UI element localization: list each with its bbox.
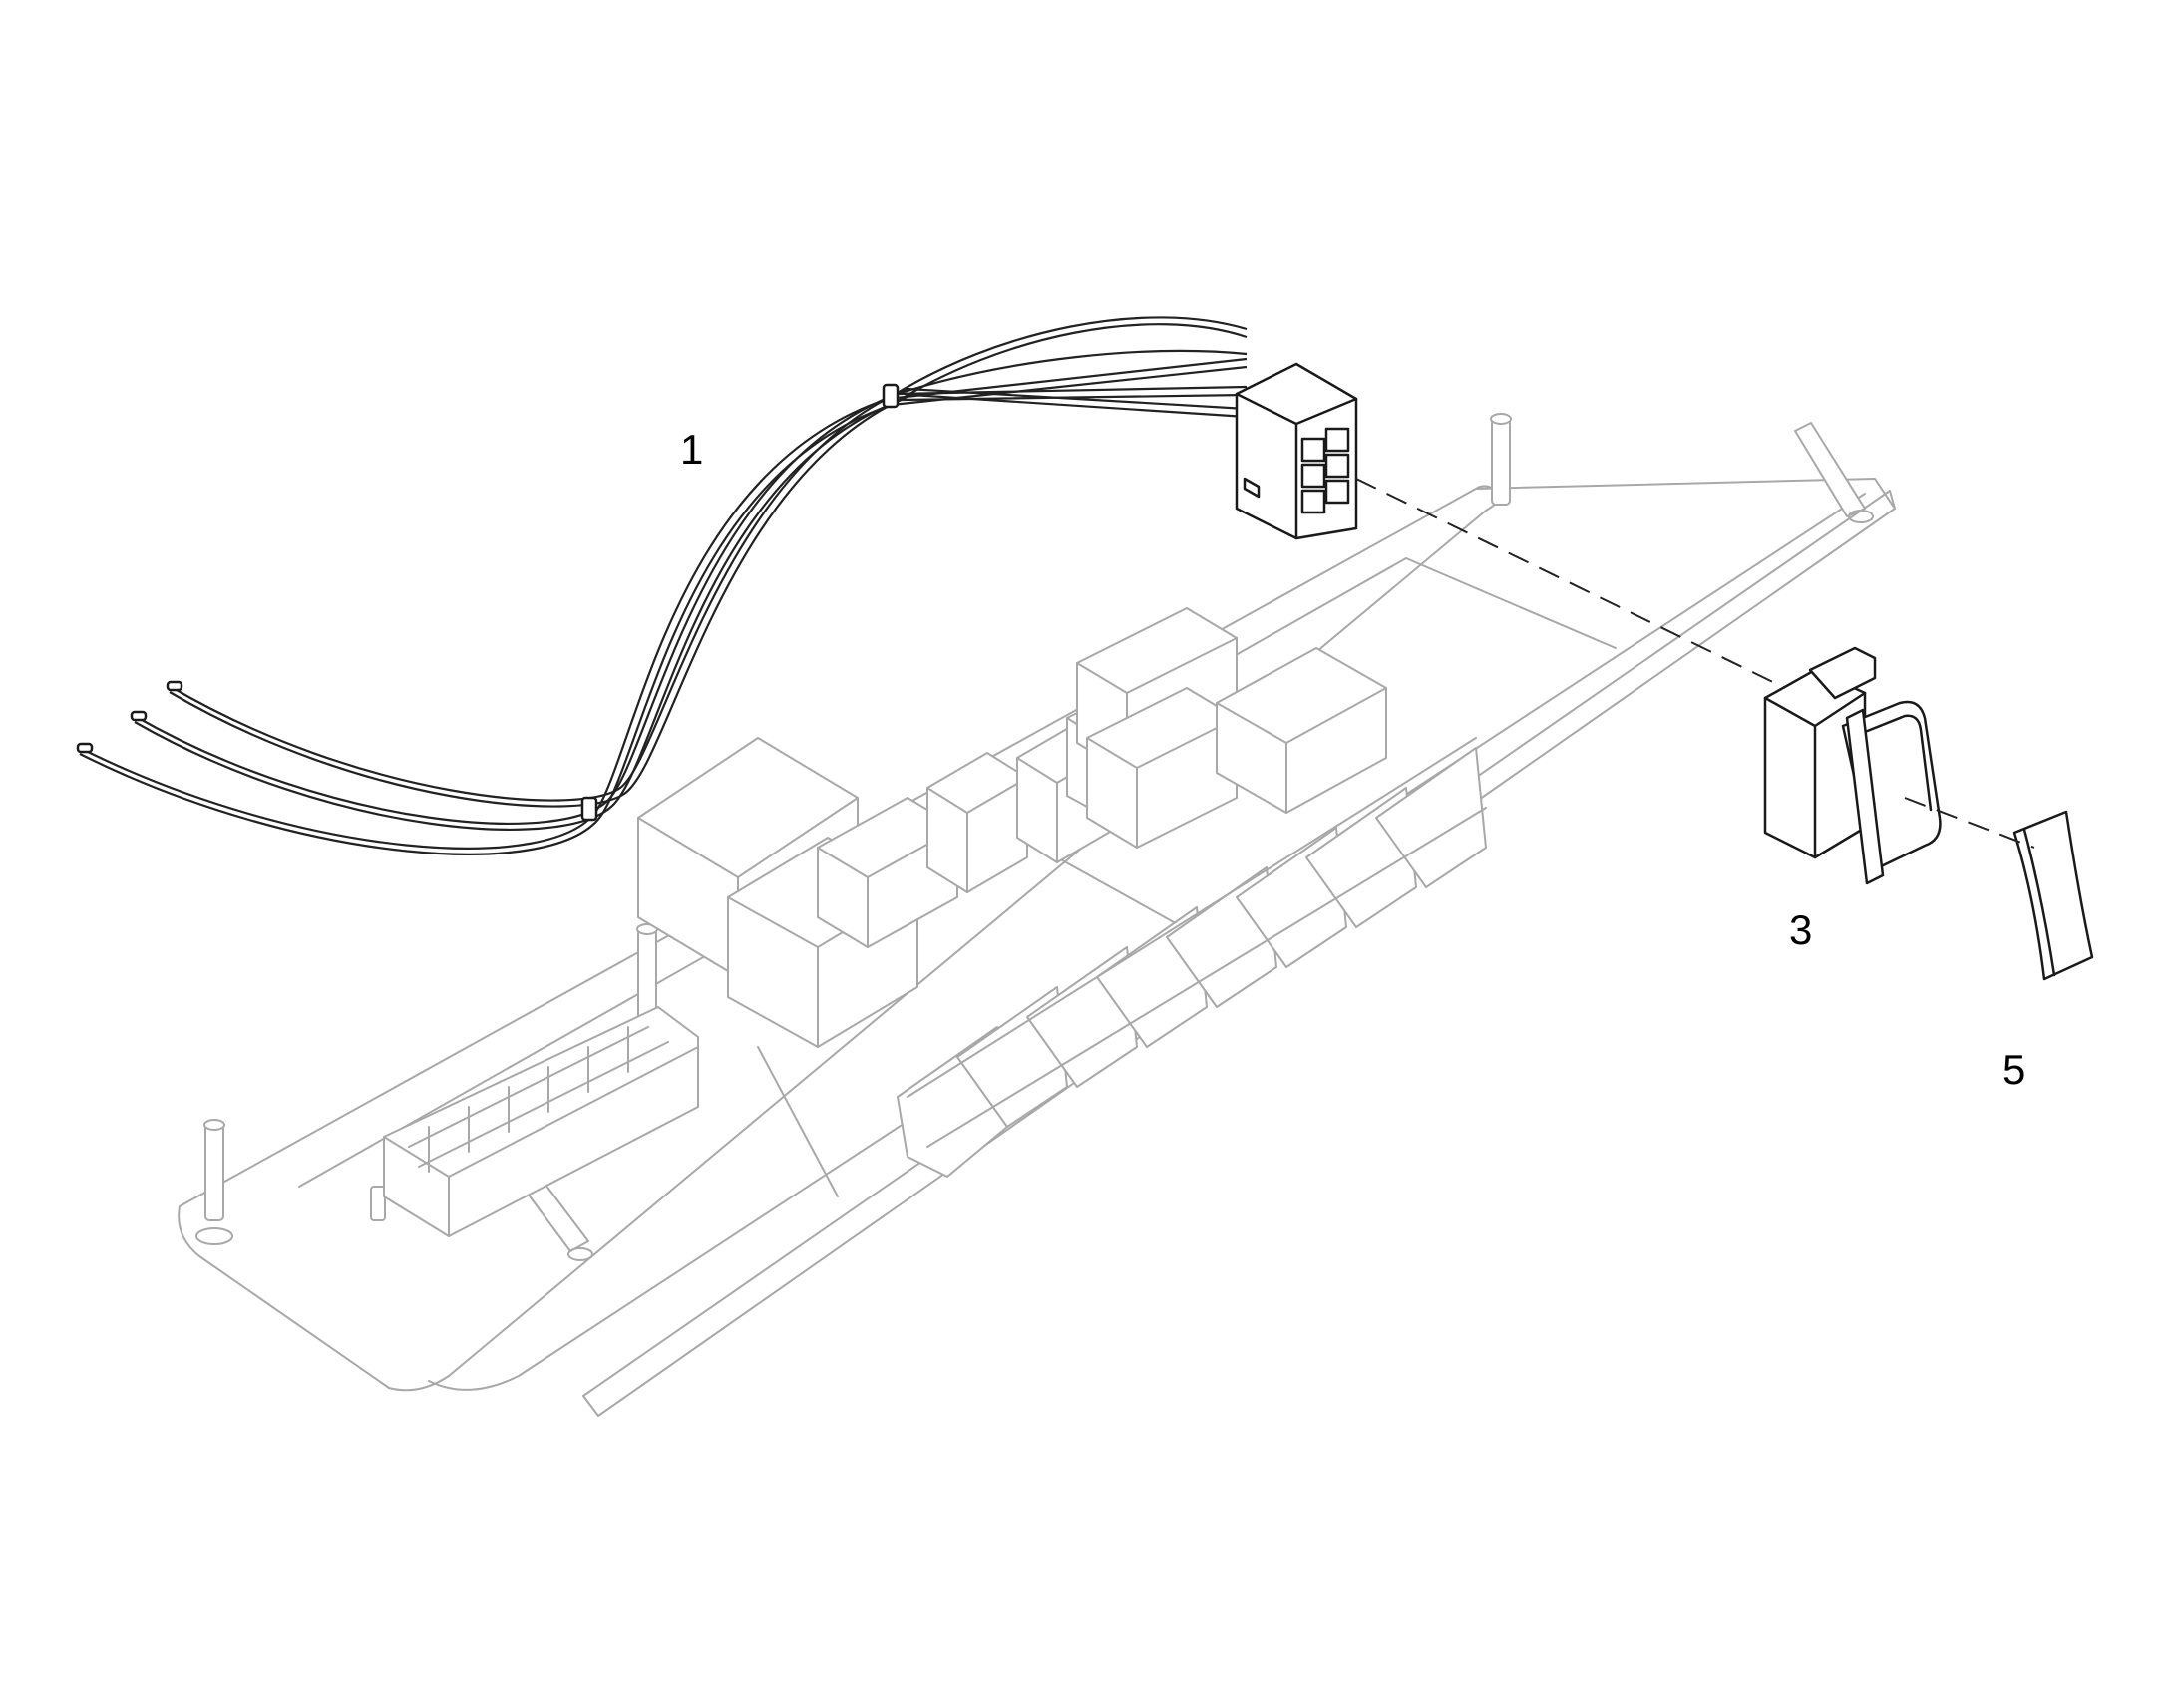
assembly-leader-lines [1355, 478, 2035, 849]
small-pin [370, 1186, 386, 1221]
callout-3: 3 [1789, 906, 1813, 953]
base-panel [178, 478, 1896, 1417]
callout-5: 5 [2002, 1046, 2026, 1093]
wiring-harness [76, 316, 1358, 855]
callout-1: 1 [680, 426, 704, 473]
rocker-switch [1763, 646, 1942, 885]
post-back-right [1794, 422, 1874, 523]
post-back [1490, 413, 1512, 506]
post-front-left [195, 1119, 233, 1245]
switch-lens [2012, 810, 2094, 981]
fuse-block [383, 1006, 699, 1237]
harness-connector [1235, 362, 1358, 540]
relay-cluster [637, 607, 1387, 1048]
switch-bank [897, 737, 1487, 1178]
